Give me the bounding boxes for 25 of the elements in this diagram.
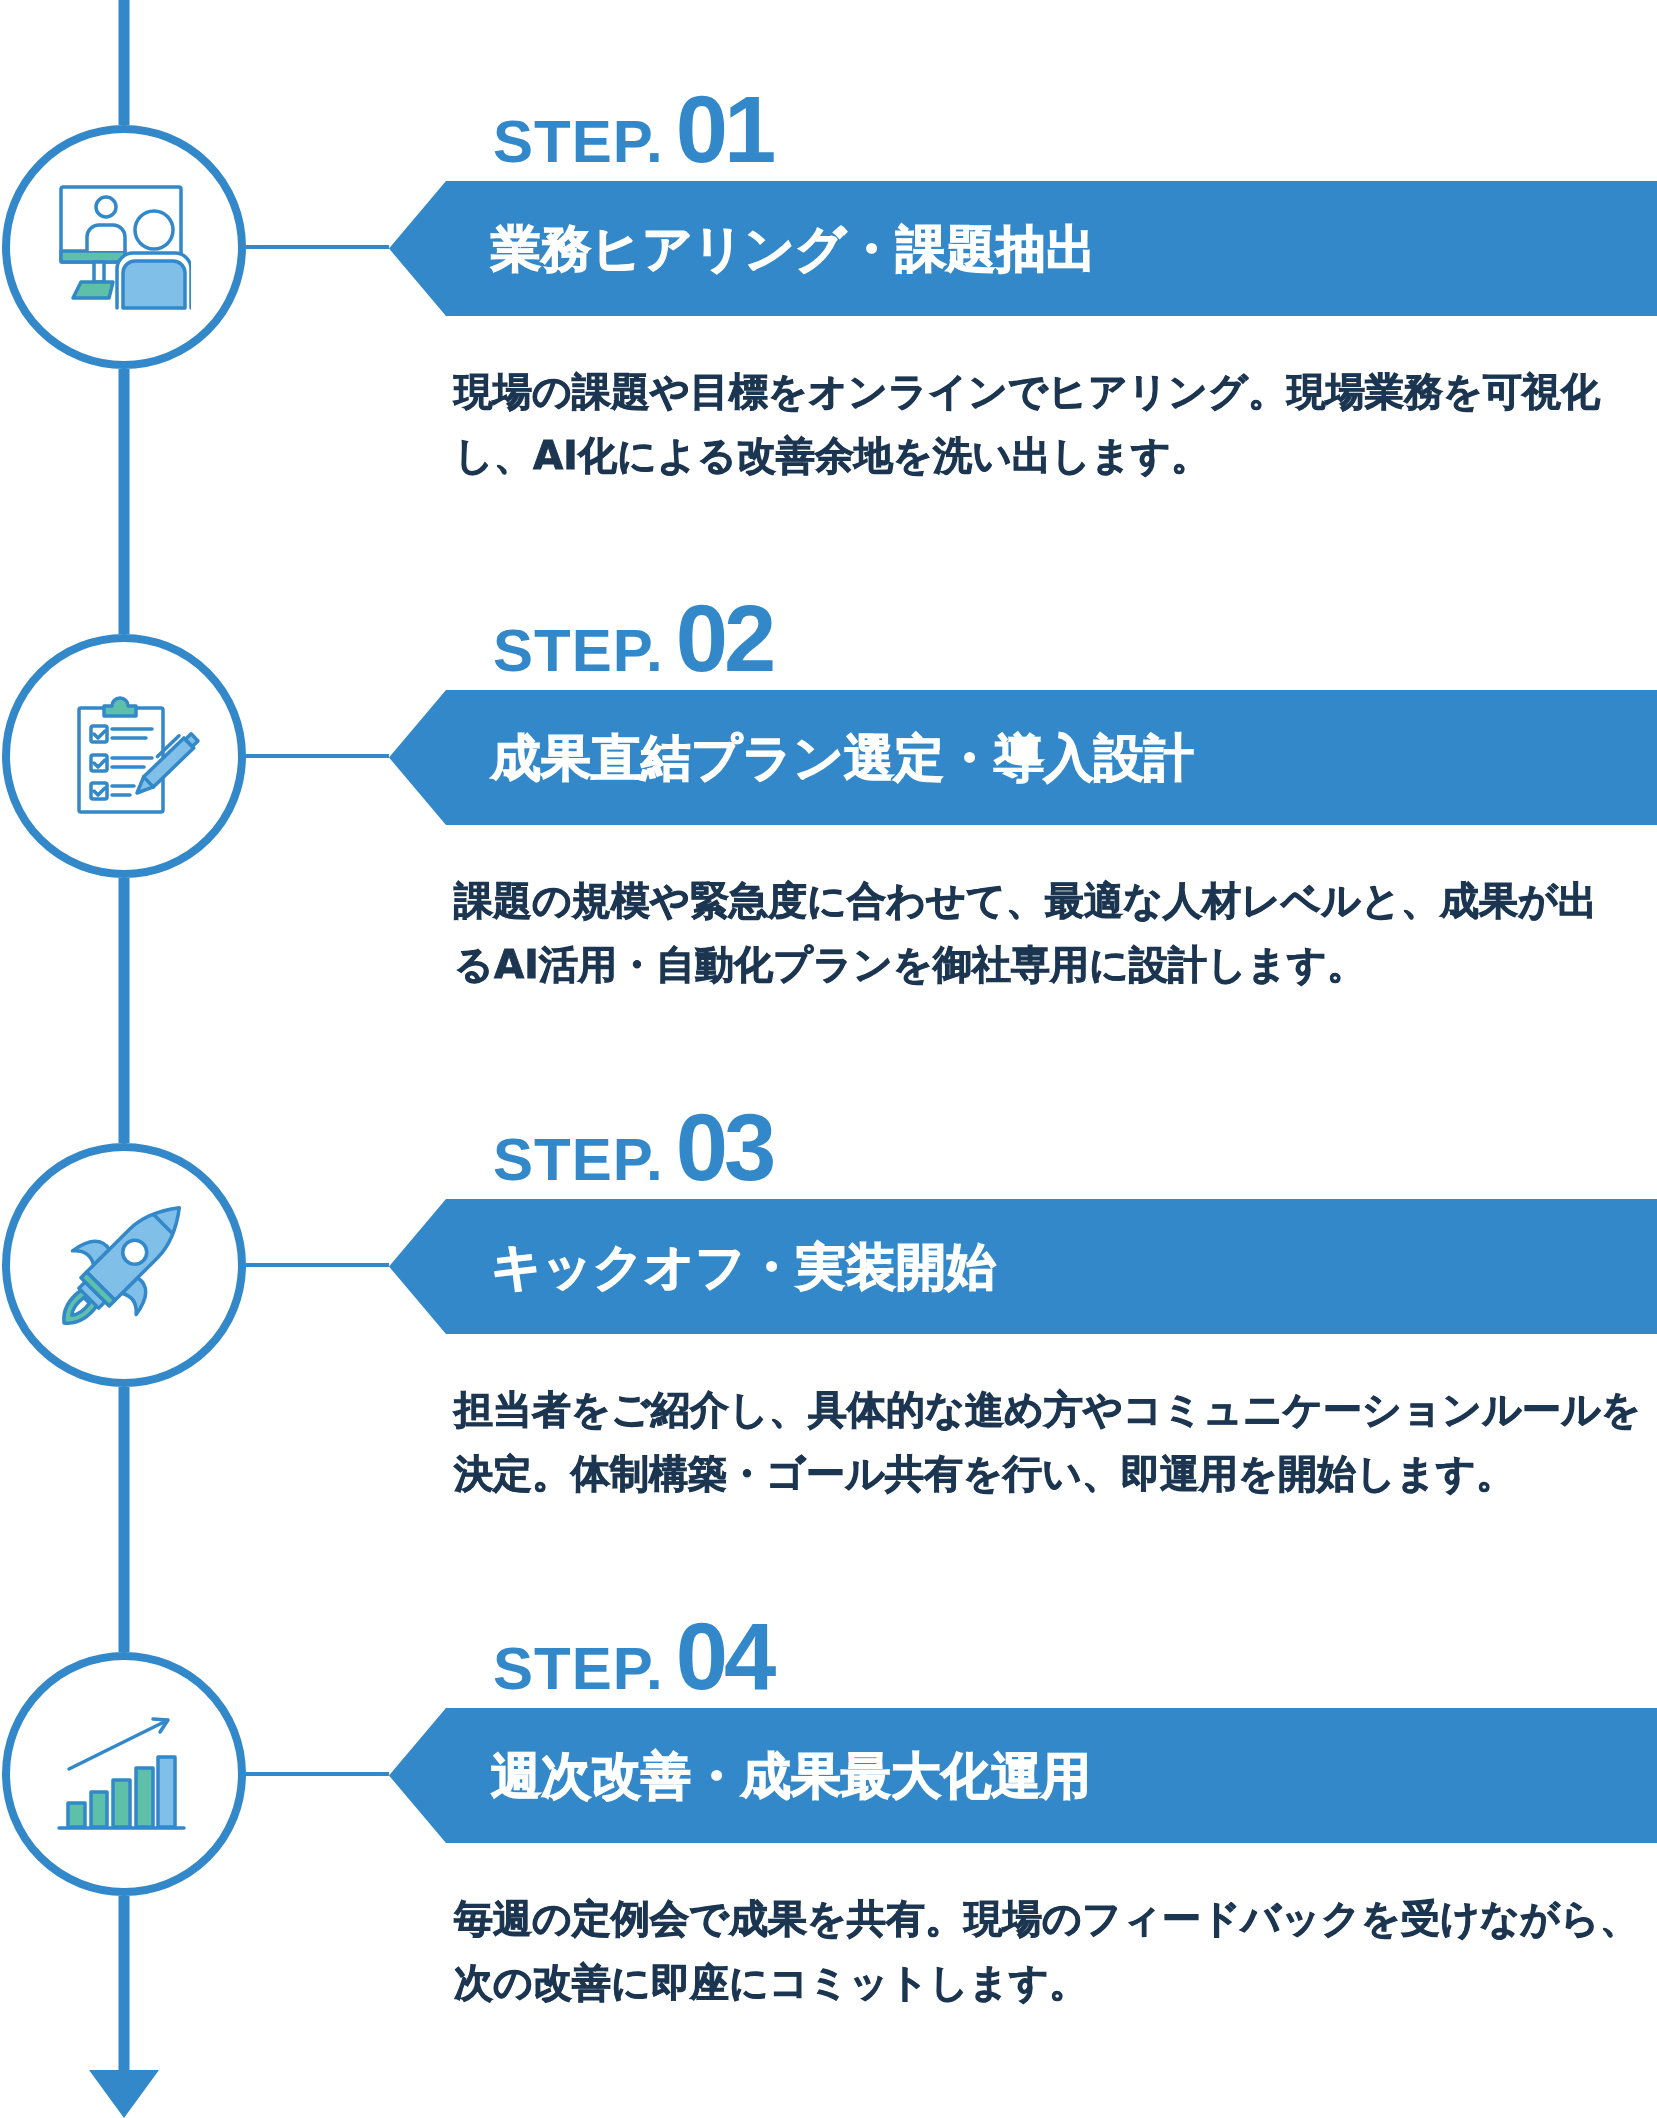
step-label: STEP. [493, 1639, 664, 1699]
timeline-line [118, 369, 130, 634]
step-label: STEP. [493, 621, 664, 681]
step-number: 02 [675, 592, 773, 686]
connector-line [246, 245, 389, 249]
step-label: STEP. [493, 1130, 664, 1190]
timeline-line [118, 1387, 130, 1652]
step-number: 03 [675, 1101, 773, 1195]
timeline-line [118, 878, 130, 1143]
step-title: 業務ヒアリング・課題抽出 [491, 218, 1096, 280]
step-description: 毎週の定例会で成果を共有。現場のフィードバックを受けながら、次の改善に即座にコミットします。 [454, 1895, 1640, 2007]
step-number: 01 [675, 83, 773, 177]
connector-line [246, 754, 389, 758]
step-description: 現場の課題や目標をオンラインでヒアリング。現場業務を可視化し、AI化による改善余地を洗い出します。 [454, 368, 1601, 480]
timeline-arrow [89, 1896, 159, 2118]
step-number: 04 [675, 1610, 773, 1704]
step-label: STEP. [493, 112, 664, 172]
connector-line [246, 1263, 389, 1267]
timeline-line [118, 0, 130, 125]
step-title: 成果直結プラン選定・導入設計 [491, 727, 1194, 789]
step-title: 週次改善・成果最大化運用 [491, 1745, 1091, 1807]
connector-line [246, 1772, 389, 1776]
step-title: キックオフ・実装開始 [491, 1236, 996, 1298]
step-description: 担当者をご紹介し、具体的な進め方やコミュニケーションルールを決定。体制構築・ゴール共有を行い、即運用を開始します。 [454, 1386, 1642, 1498]
step-description: 課題の規模や緊急度に合わせて、最適な人材レベルと、成果が出るAI活用・自動化プランを御社専用に設計します。 [454, 877, 1598, 989]
